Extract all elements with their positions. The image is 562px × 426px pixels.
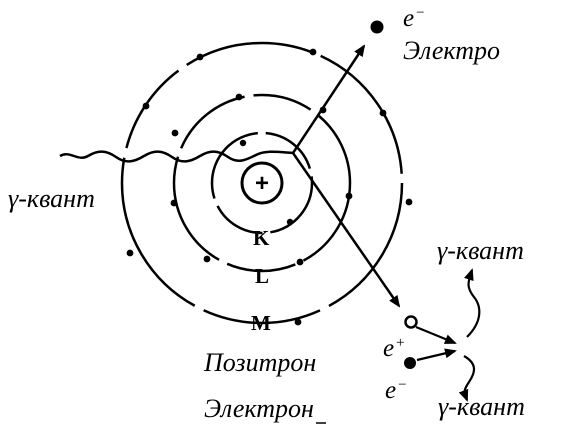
nucleus: + [240,161,284,205]
nucleus-plus-sign: + [255,170,269,197]
shell-label-m: M [251,311,271,335]
electron-dot-k-2 [286,218,294,226]
annihilation-gamma-down-wave [458,355,476,402]
electron-label-top: Электро [403,36,500,65]
nucleus-circle [240,161,284,205]
electron-label-bottom: Электрон [204,394,314,423]
electron-dot-l-2 [171,129,179,137]
electron-charge-sign-bottom: − [397,377,408,393]
shell-l-orbit [172,93,352,273]
electron-track-arrow [291,44,366,154]
electron-dot-m-5 [405,198,413,206]
electron-to-annihilation-arrow [416,348,457,362]
positron-circle [404,315,418,329]
electron-symbol-bottom: e− [385,377,408,404]
gamma-quantum-label-lower-right: γ-квант [438,392,525,421]
shell-label-l: L [255,264,270,288]
electron-dot-l-7 [170,199,178,207]
electron-dot-m-6 [126,249,134,257]
electron-dot-k-1 [239,139,247,147]
electron-dot-m-1 [196,53,204,61]
positron-symbol-letter: e [383,335,395,362]
electron-dot-m-2 [309,48,317,56]
electron-dot-m-3 [142,102,150,110]
electron-dot-l-1 [235,93,243,101]
positron-track-arrow [291,152,401,308]
shell-label-k: K [253,226,270,250]
shell-electrons [126,48,413,326]
incoming-gamma-wave [59,150,294,163]
electron-dot-l-4 [345,192,353,200]
electron-dot-l-6 [203,255,211,263]
electron-dot-m-4 [379,109,387,117]
positron-label: Позитрон [204,348,317,377]
electron-symbol-letter-bottom: e [385,377,397,404]
shell-m-orbit [120,41,404,325]
gamma-quantum-label-left: γ-квант [8,184,95,213]
ejected-electron-dot [370,20,384,34]
electron-symbol-top: e− [403,5,426,32]
electron-symbol-letter: e [403,5,415,32]
electron-charge-sign: − [415,5,426,21]
annihilation-gamma-up-wave [464,268,481,338]
positron-symbol: e+ [383,335,406,362]
positron-charge-sign: + [395,335,406,351]
annihilating-electron-dot [404,357,416,369]
positron-to-annihilation-arrow [415,325,457,345]
electron-dot-l-5 [296,258,304,266]
shell-k-orbit [210,131,314,235]
gamma-quantum-label-upper-right: γ-квант [437,236,524,265]
electron-dot-m-7 [294,318,302,326]
